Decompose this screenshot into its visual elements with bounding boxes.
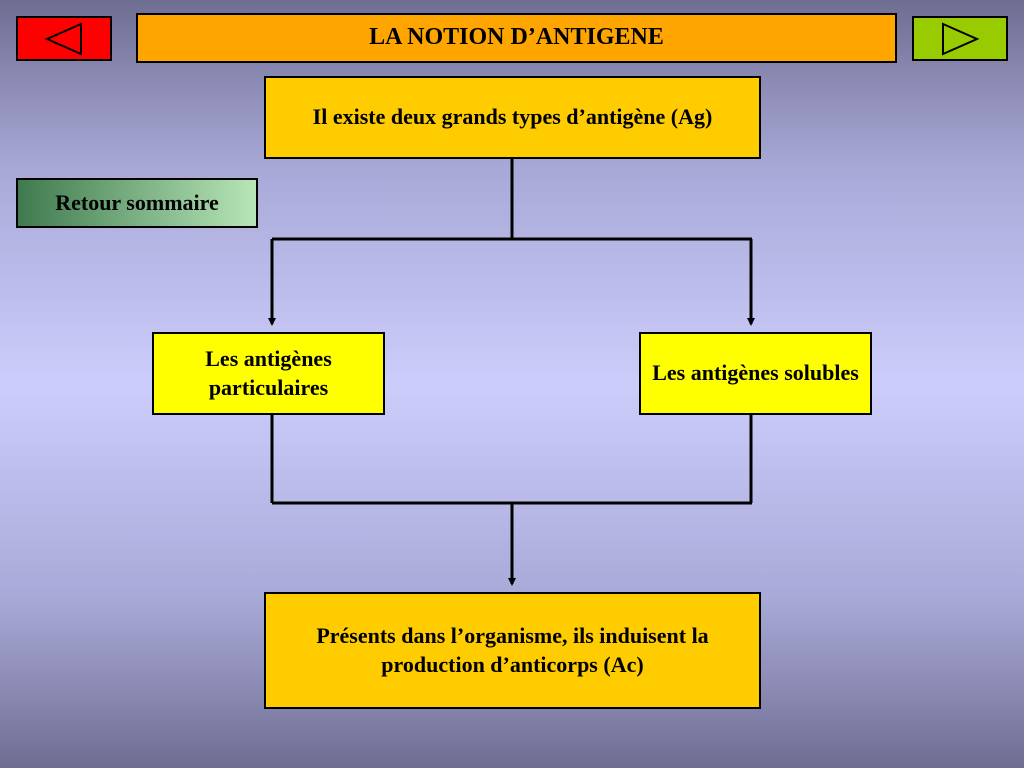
slide-title-text: LA NOTION D’ANTIGENE	[369, 24, 664, 51]
diagram-left-text: Les antigènes particulaires	[205, 345, 332, 400]
next-slide-button[interactable]	[912, 16, 1008, 61]
triangle-right-icon	[942, 21, 980, 56]
triangle-left-icon	[44, 21, 82, 56]
diagram-result-node: Présents dans l’organisme, ils induisent…	[264, 592, 761, 709]
back-to-summary-label: Retour sommaire	[55, 189, 219, 215]
back-to-summary-button[interactable]: Retour sommaire	[16, 178, 258, 228]
diagram-root-node: Il existe deux grands types d’antigène (…	[264, 76, 761, 159]
slide-title: LA NOTION D’ANTIGENE	[136, 13, 897, 63]
diagram-node-soluble-antigens: Les antigènes solubles	[639, 332, 872, 415]
previous-slide-button[interactable]	[16, 16, 112, 61]
diagram-root-text: Il existe deux grands types d’antigène (…	[312, 104, 713, 130]
diagram-bottom-text: Présents dans l’organisme, ils induisent…	[316, 622, 709, 677]
diagram-node-particulate-antigens: Les antigènes particulaires	[152, 332, 385, 415]
diagram-right-text: Les antigènes solubles	[652, 360, 859, 386]
